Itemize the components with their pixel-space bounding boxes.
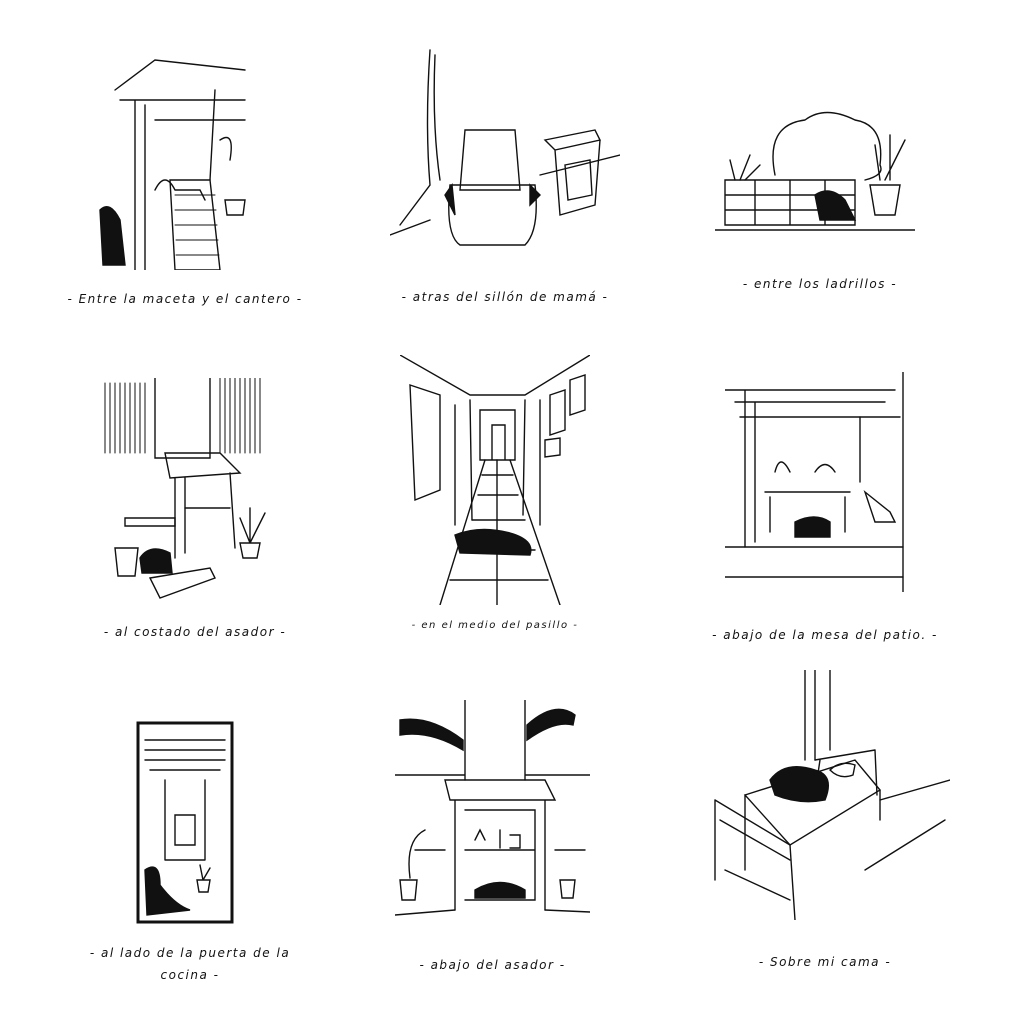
drawing-armchair [390,45,620,260]
drawing-hallway [400,355,590,605]
drawing-grill-side [100,378,275,603]
caption-2: - atras del sillón de mamá - [401,290,609,304]
caption-4: - al costado del asador - [103,625,287,639]
drawing-bricks [715,105,915,235]
drawing-planter-yard [95,50,265,270]
caption-7: - al lado de la puerta de la cocina - [89,946,291,982]
caption-5: - en el medio del pasillo - [411,620,579,631]
caption-3: - entre los ladrillos - [742,277,898,291]
drawing-under-grill [395,700,590,925]
drawing-bed [705,670,950,920]
caption-6: - abajo de la mesa del patio. - [712,628,938,642]
caption-1: - Entre la maceta y el cantero - [67,292,303,306]
drawing-kitchen-door [135,720,235,925]
caption-9: - Sobre mi cama - [758,955,892,969]
drawing-patio-table [725,372,915,592]
caption-8: - abajo del asador - [419,958,566,972]
